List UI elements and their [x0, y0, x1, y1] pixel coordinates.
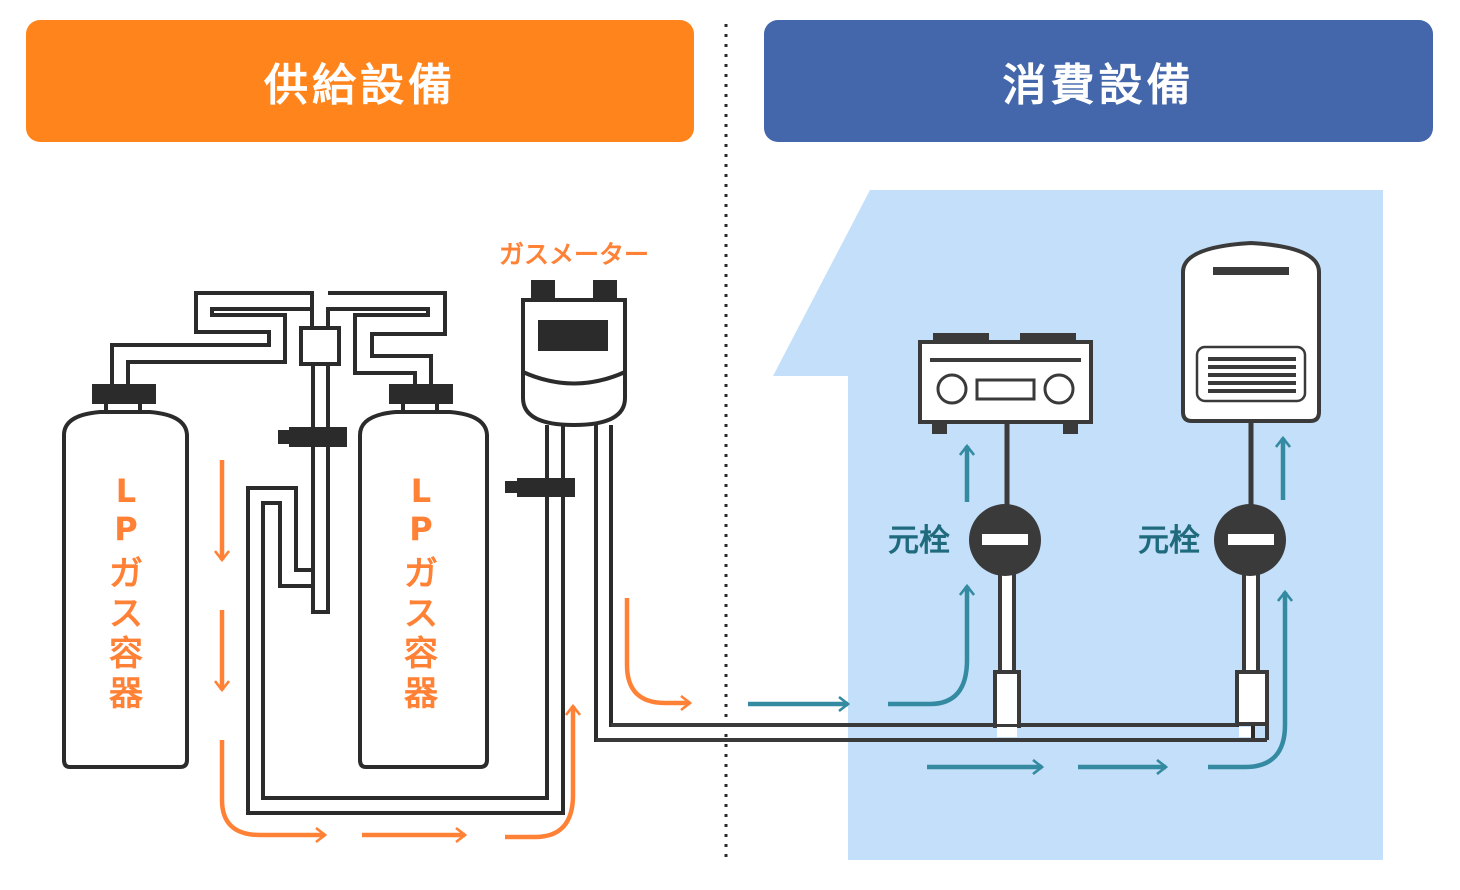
flow-arrow	[624, 598, 690, 703]
main-valve-label-right: 元栓	[1138, 523, 1200, 559]
main-valve-label-left: 元栓	[888, 523, 950, 559]
cylinder-label-char: P	[114, 510, 137, 548]
flow-arrow	[505, 706, 573, 840]
cylinder-label-char: L	[116, 472, 136, 510]
flow-arrow	[219, 740, 325, 835]
main-valve-icon-left	[969, 504, 1041, 576]
gas-meter-icon	[521, 280, 627, 428]
shutoff-clamp-icon	[278, 427, 347, 447]
supply-equipment-title: 供給設備	[264, 60, 456, 111]
cylinder-label-char: 容	[109, 634, 143, 674]
cylinder-label-char: 器	[109, 674, 144, 714]
pressure-regulator-icon	[110, 291, 447, 614]
supply-equipment-header: 供給設備	[26, 20, 694, 142]
cylinder-label-char: ス	[404, 594, 438, 634]
supply-pipe	[246, 425, 565, 815]
branch-riser-pipes	[998, 558, 1260, 674]
flow-arrow	[888, 586, 967, 707]
consumption-equipment-header: 消費設備	[764, 20, 1433, 142]
cylinder-label-char: ガ	[404, 554, 438, 594]
main-valve-icon-right	[1214, 504, 1286, 576]
cylinder-label-char: P	[409, 510, 432, 548]
consumption-equipment-title: 消費設備	[1002, 60, 1195, 111]
cylinder-label-char: ガ	[109, 554, 143, 594]
gas-meter-label: ガスメーター	[499, 240, 649, 269]
branch-tee-left	[993, 670, 1021, 728]
cylinder-label-char: 容	[404, 634, 438, 674]
supply-flow-arrows	[222, 460, 690, 837]
gas-stove-icon	[918, 333, 1093, 510]
branch-elbow-right	[1235, 670, 1269, 726]
consumption-flow-arrows	[748, 438, 1285, 767]
flow-arrow	[1208, 592, 1285, 770]
cylinder-label-char: ス	[109, 594, 143, 634]
water-heater-icon	[1181, 240, 1321, 510]
cylinder-label-char: L	[411, 472, 431, 510]
cylinder-label-char: 器	[404, 674, 439, 714]
meter-clamp-icon	[505, 478, 575, 497]
